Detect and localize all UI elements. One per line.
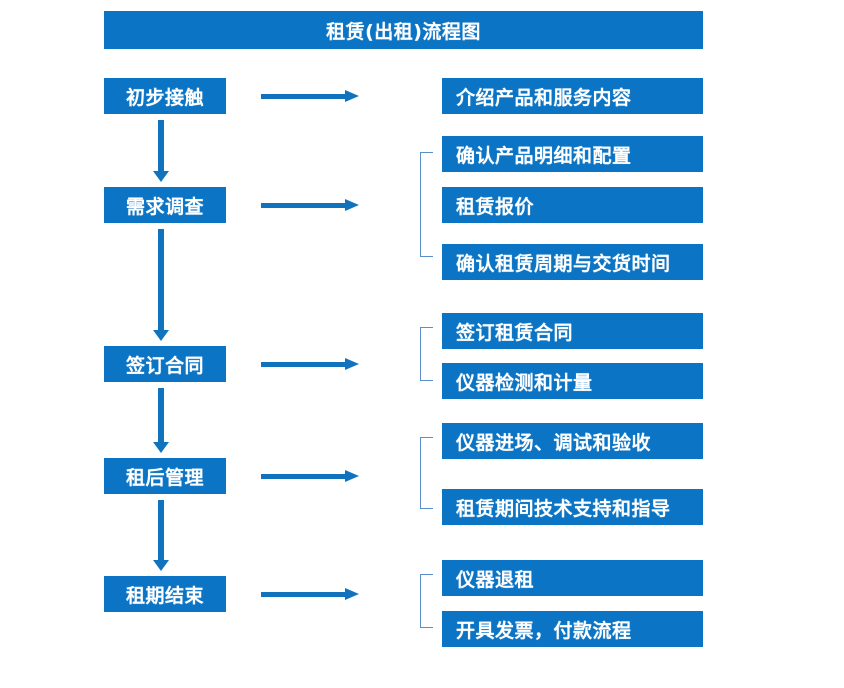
down-arrow-icon-4 [152,500,170,571]
group-bracket-icon-5 [420,574,433,628]
right-arrow-icon-1 [261,88,361,104]
detail-box-8[interactable]: 租赁期间技术支持和指导 [442,489,703,525]
right-arrow-icon-5 [261,586,361,602]
stage-box-3[interactable]: 签订合同 [104,346,226,382]
detail-box-7[interactable]: 仪器进场、调试和验收 [442,423,703,459]
detail-box-3[interactable]: 租赁报价 [442,187,703,223]
stage-box-1[interactable]: 初步接触 [104,78,226,114]
flowchart-title: 租赁(出租)流程图 [104,11,703,49]
down-arrow-icon-3 [152,388,170,453]
stage-box-4[interactable]: 租后管理 [104,458,226,494]
group-bracket-icon-4 [420,437,433,509]
detail-box-4[interactable]: 确认租赁周期与交货时间 [442,244,703,280]
group-bracket-icon-2 [420,152,433,257]
stage-box-2[interactable]: 需求调查 [104,187,226,223]
right-arrow-icon-3 [261,356,361,372]
down-arrow-icon-1 [152,120,170,182]
detail-box-5[interactable]: 签订租赁合同 [442,313,703,349]
detail-box-9[interactable]: 仪器退租 [442,560,703,596]
group-bracket-icon-3 [420,327,433,381]
stage-box-5[interactable]: 租期结束 [104,576,226,612]
down-arrow-icon-2 [152,229,170,341]
detail-box-6[interactable]: 仪器检测和计量 [442,363,703,399]
right-arrow-icon-4 [261,468,361,484]
detail-box-1[interactable]: 介绍产品和服务内容 [442,78,703,114]
right-arrow-icon-2 [261,197,361,213]
detail-box-10[interactable]: 开具发票，付款流程 [442,611,703,647]
detail-box-2[interactable]: 确认产品明细和配置 [442,136,703,172]
